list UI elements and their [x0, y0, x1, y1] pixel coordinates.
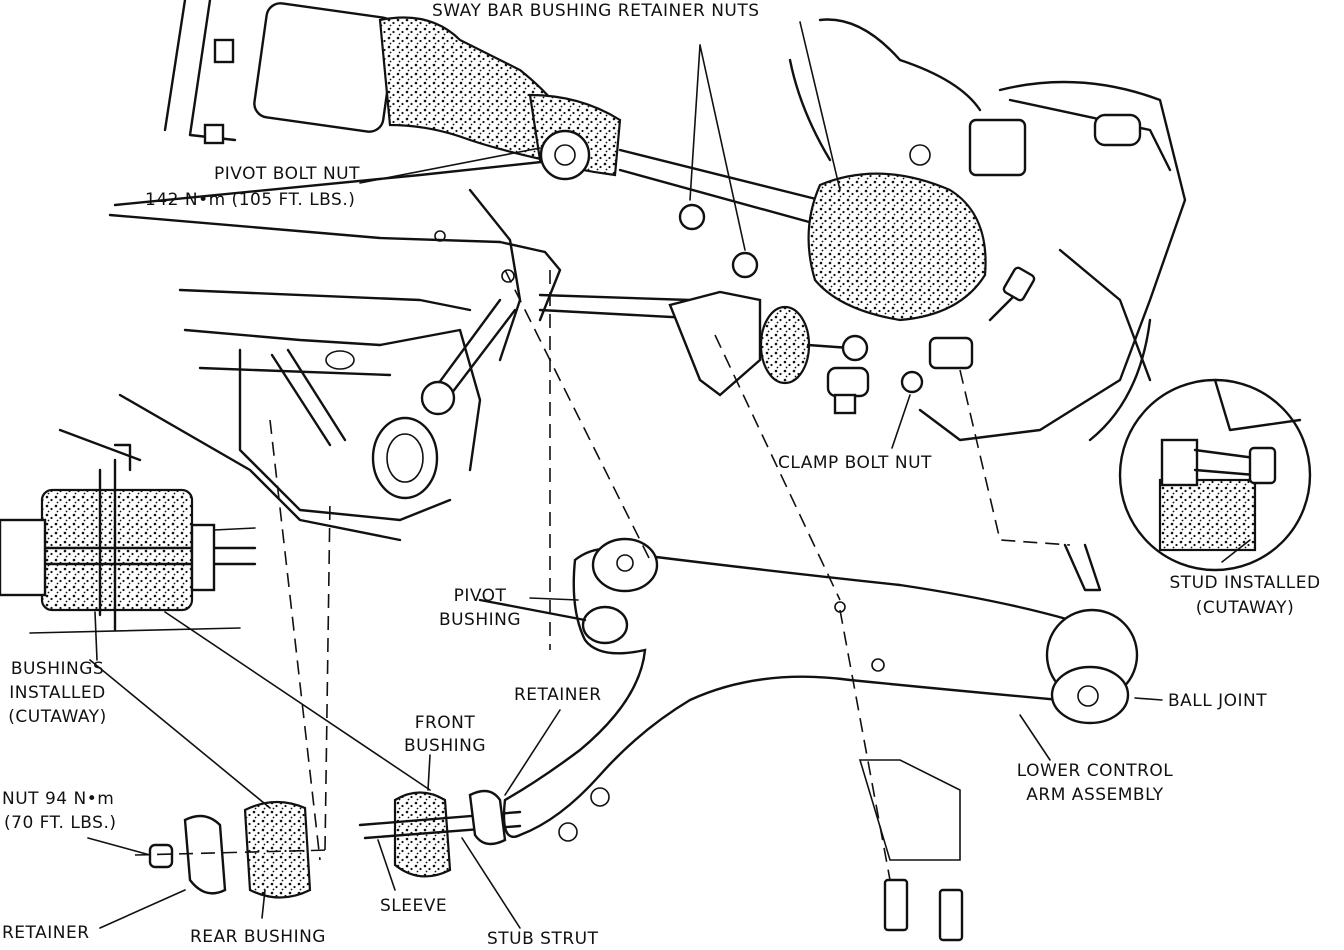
label-retainer-top: RETAINER [514, 685, 602, 705]
label-pivot-bushing-line2: BUSHING [438, 610, 522, 630]
crossmember-frame [58, 0, 602, 542]
label-sleeve: SLEEVE [380, 896, 448, 916]
steering-knuckle-hub [788, 18, 1187, 442]
label-pivot-bolt-nut: PIVOT BOLT NUT [214, 164, 360, 184]
bottom-hardware [134, 499, 964, 942]
dashed-alignment-lines [269, 269, 1071, 881]
label-lower-control-arm-line1: LOWER CONTROL [1016, 761, 1174, 781]
leader-lines [87, 21, 1251, 929]
label-clamp-bolt-nut: CLAMP BOLT NUT [778, 453, 932, 473]
label-bushings-installed-line3: (CUTAWAY) [8, 707, 107, 727]
label-bushings-installed-line1: BUSHINGS [10, 659, 105, 679]
drive-axle-inner [203, 2, 822, 227]
label-stud-installed: STUD INSTALLED [1169, 573, 1321, 593]
label-nut-torque-line1: NUT 94 N•m [2, 789, 115, 809]
label-retainer-bottom: RETAINER [2, 923, 90, 943]
label-front-bushing-line2: BUSHING [403, 736, 487, 756]
label-ball-joint: BALL JOINT [1168, 691, 1268, 711]
label-lower-control-arm-line2: ARM ASSEMBLY [1026, 785, 1164, 805]
label-stud-installed-cutaway: (CUTAWAY) [1195, 598, 1295, 618]
bushing-cutaway-detail [0, 443, 257, 634]
strut-rod [270, 298, 517, 500]
label-sway-bar-bushing-retainer-nuts: SWAY BAR BUSHING RETAINER NUTS [432, 1, 760, 21]
label-pivot-bushing-line1: PIVOT [453, 586, 507, 606]
label-nut-torque-line2: (70 FT. LBS.) [4, 813, 117, 833]
label-stub-strut: STUB STRUT [487, 929, 599, 949]
label-front-bushing-line1: FRONT [414, 713, 476, 733]
lower-control-arm [478, 537, 1139, 842]
label-bushings-installed-line2: INSTALLED [9, 683, 106, 703]
label-rear-bushing: REAR BUSHING [190, 927, 326, 947]
label-pivot-bolt-nut-torque: 142 N•m (105 FT. LBS.) [145, 190, 356, 210]
stud-cutaway-detail [1118, 378, 1312, 572]
sway-bar-assembly [538, 203, 974, 415]
